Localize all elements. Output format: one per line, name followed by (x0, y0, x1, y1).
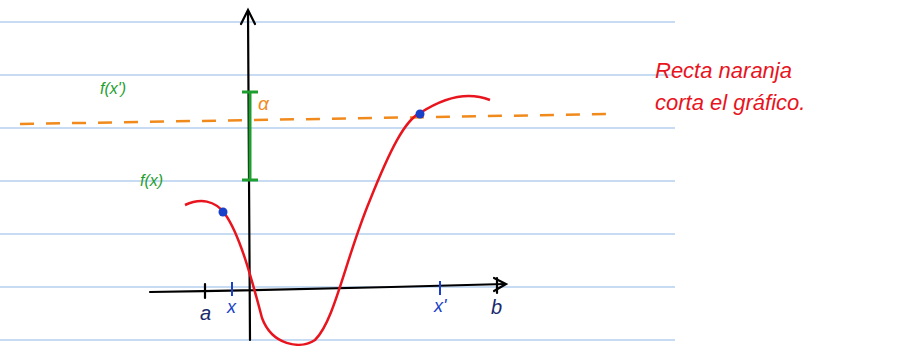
handwritten-note: Recta naranja corta el gráfico. (655, 55, 830, 119)
interval-endpoint: a (200, 302, 211, 324)
interval-endpoint: b (491, 296, 502, 318)
value-label: f(x) (140, 172, 163, 190)
tick-marks (232, 281, 440, 296)
axes (150, 10, 506, 340)
level-label: α (256, 94, 271, 115)
value-label: f(x') (100, 80, 126, 98)
point-label: x (227, 298, 236, 318)
orange-level-line (20, 114, 610, 124)
point-label: x' (434, 297, 446, 317)
curve-points (219, 110, 425, 217)
function-curve (185, 96, 490, 345)
